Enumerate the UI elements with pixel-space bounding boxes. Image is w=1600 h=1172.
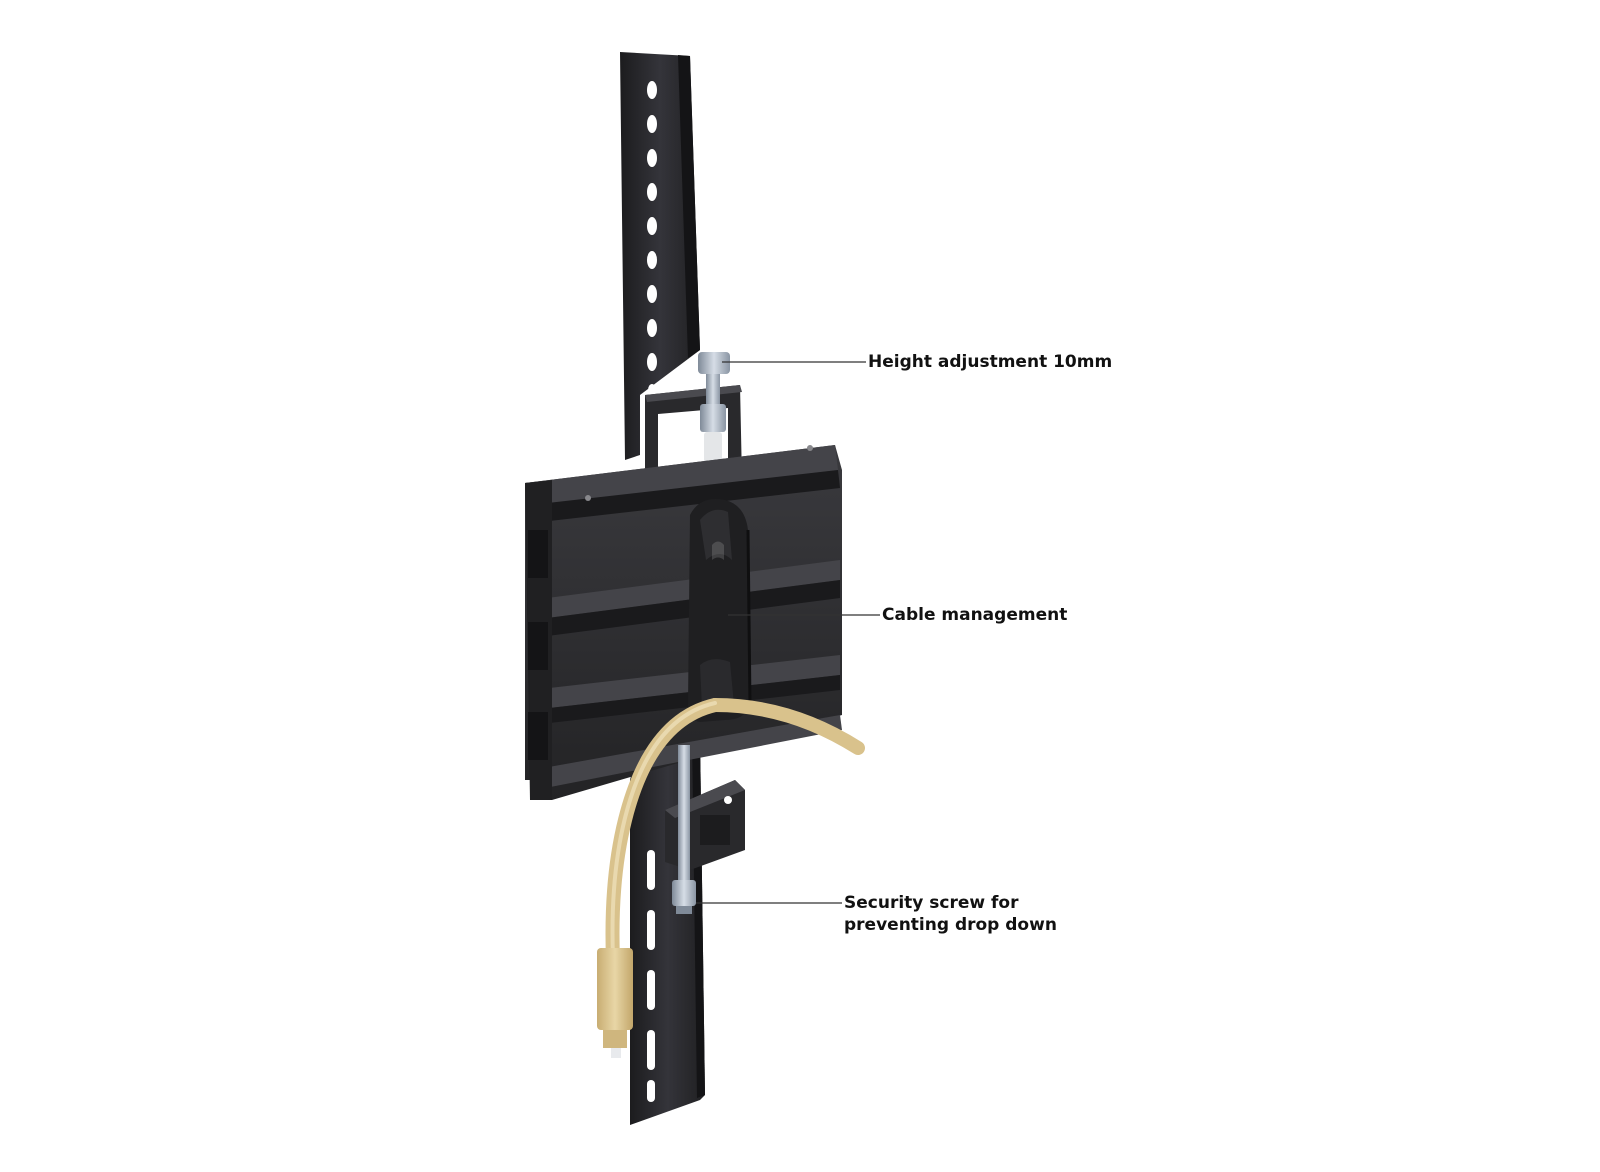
lower-rail [630,735,705,1125]
rail-holes [647,81,657,396]
security-screw [672,745,696,914]
label-security-screw-line2: preventing drop down [844,915,1057,935]
cable [597,698,865,1058]
label-height-adjustment-line1: Height adjustment 10mm [868,352,1113,372]
cable-management-clip [688,499,752,722]
label-security-screw-line1: Security screw for [844,893,1019,913]
label-cable-management-line1: Cable management [882,605,1068,625]
label-cable-management: Cable management [882,604,1067,626]
label-height-adjustment: Height adjustment 10mm [868,351,1112,373]
leader-lines [696,361,880,904]
label-security-screw: Security screw for preventing drop down [844,892,1057,936]
cable-connector [597,948,633,1058]
vertical-rail [620,52,700,460]
